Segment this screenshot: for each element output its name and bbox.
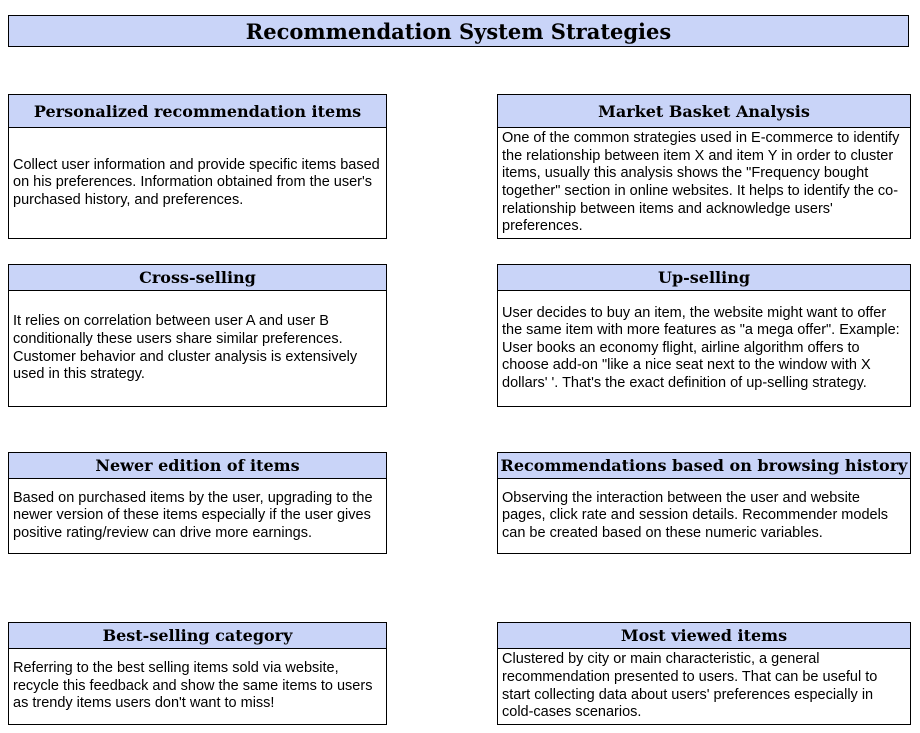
card-text: Based on purchased items by the user, up…: [13, 489, 373, 541]
card-description: Referring to the best selling items sold…: [8, 649, 387, 725]
card-heading: Up-selling: [497, 264, 911, 291]
card-text: User decides to buy an item, the website…: [502, 304, 900, 391]
card-description: Based on purchased items by the user, up…: [8, 479, 387, 554]
card-text: One of the common strategies used in E-c…: [502, 130, 900, 235]
card-newer-edition: Newer edition of items Based on purchase…: [8, 452, 387, 554]
card-description: Observing the interaction between the us…: [497, 479, 911, 554]
card-best-selling-category: Best-selling category Referring to the b…: [8, 622, 387, 725]
card-market-basket-analysis: Market Basket Analysis One of the common…: [497, 94, 911, 239]
card-cross-selling: Cross-selling It relies on correlation b…: [8, 264, 387, 407]
card-heading: Cross-selling: [8, 264, 387, 291]
card-text: It relies on correlation between user A …: [13, 313, 358, 383]
card-most-viewed-items: Most viewed items Clustered by city or m…: [497, 622, 911, 725]
card-description: It relies on correlation between user A …: [8, 291, 387, 407]
card-browsing-history: Recommendations based on browsing histor…: [497, 452, 911, 554]
card-text: Referring to the best selling items sold…: [13, 660, 373, 712]
card-heading: Most viewed items: [497, 622, 911, 649]
card-text: Collect user information and provide spe…: [13, 156, 380, 208]
card-heading: Market Basket Analysis: [497, 94, 911, 128]
card-heading: Best-selling category: [8, 622, 387, 649]
card-description: One of the common strategies used in E-c…: [497, 128, 911, 239]
card-heading: Personalized recommendation items: [8, 94, 387, 128]
card-heading: Newer edition of items: [8, 452, 387, 479]
card-description: User decides to buy an item, the website…: [497, 291, 911, 407]
card-heading: Recommendations based on browsing histor…: [497, 452, 911, 479]
card-personalized-recommendation: Personalized recommendation items Collec…: [8, 94, 387, 239]
card-description: Collect user information and provide spe…: [8, 128, 387, 239]
card-up-selling: Up-selling User decides to buy an item, …: [497, 264, 911, 407]
page-title: Recommendation System Strategies: [8, 15, 909, 47]
card-text: Clustered by city or main characteristic…: [502, 651, 878, 721]
card-text: Observing the interaction between the us…: [502, 489, 889, 541]
card-description: Clustered by city or main characteristic…: [497, 649, 911, 725]
